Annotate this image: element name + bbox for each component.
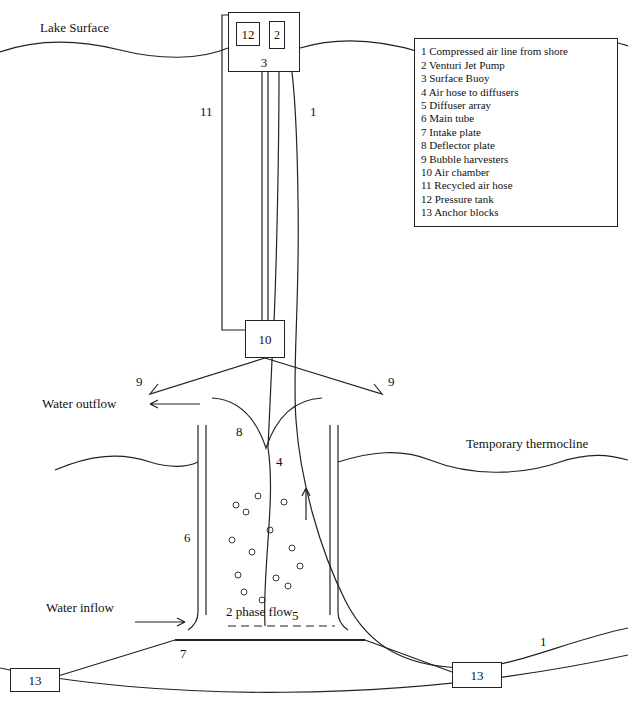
- legend-entry: 2 Venturi Jet Pump: [421, 59, 505, 72]
- callout-number: 7: [180, 646, 187, 661]
- anchor-block: 13: [452, 662, 502, 688]
- flow-label: 2 phase flow: [226, 604, 292, 619]
- bubble-harvester: [150, 358, 382, 394]
- lake-bottom: [0, 655, 628, 692]
- flow-label: Water inflow: [46, 600, 114, 615]
- legend-entry: 5 Diffuser array: [421, 99, 491, 112]
- callout-number: 12: [242, 27, 255, 42]
- legend-entry: 11 Recycled air hose: [421, 179, 513, 192]
- legend-entry: 4 Air hose to diffusers: [421, 86, 519, 99]
- anchor-block: 13: [10, 668, 60, 692]
- surface-label: Lake Surface: [40, 20, 109, 35]
- bubbles: [229, 493, 303, 603]
- legend-entry: 12 Pressure tank: [421, 193, 494, 206]
- callout-number: 13: [29, 673, 42, 688]
- legend-entry: 10 Air chamber: [421, 166, 489, 179]
- callout-number: 1: [310, 104, 317, 119]
- callout-number: 4: [276, 454, 283, 469]
- callout-number: 5: [292, 608, 299, 623]
- legend-entry: 3 Surface Buoy: [421, 72, 489, 85]
- callout-number: 11: [200, 104, 213, 119]
- surface-buoy: 3 12 2: [228, 12, 300, 72]
- deflector-plate: [212, 398, 322, 448]
- callout-number: 9: [388, 374, 395, 389]
- diffuser-array: [228, 625, 335, 626]
- callout-number: 9: [136, 374, 143, 389]
- venturi-pump: 2: [269, 21, 285, 49]
- main-tube: [188, 425, 348, 630]
- legend-entry: 9 Bubble harvesters: [421, 153, 508, 166]
- callout-number: 13: [471, 668, 484, 683]
- intake-plate: [175, 639, 365, 641]
- legend-entry: 1 Compressed air line from shore: [421, 45, 568, 58]
- pressure-tank: 12: [236, 22, 260, 46]
- callout-number: 1: [540, 634, 547, 649]
- legend-entry: 6 Main tube: [421, 112, 474, 125]
- thermocline: [55, 453, 628, 473]
- flow-arrow: [302, 488, 310, 520]
- legend-entry: 8 Deflector plate: [421, 139, 495, 152]
- thermocline-label: Temporary thermocline: [466, 436, 588, 451]
- legend-entry: 7 Intake plate: [421, 126, 481, 139]
- compressed-air-line: [285, 36, 628, 668]
- air-chamber: 10: [245, 320, 285, 358]
- flow-arrow: [150, 400, 200, 408]
- callout-number: 10: [259, 332, 272, 347]
- flow-label: Water outflow: [42, 396, 116, 411]
- callout-number: 8: [236, 424, 243, 439]
- anchor-cable: [58, 640, 452, 676]
- buoy-tether: [262, 72, 268, 320]
- legend-entry: 13 Anchor blocks: [421, 206, 499, 219]
- callout-number: 3: [261, 55, 268, 70]
- callout-number: 6: [184, 530, 191, 545]
- callout-number: 2: [274, 28, 280, 43]
- legend-box: 1 Compressed air line from shore2 Ventur…: [414, 38, 618, 227]
- flow-arrow: [135, 618, 185, 626]
